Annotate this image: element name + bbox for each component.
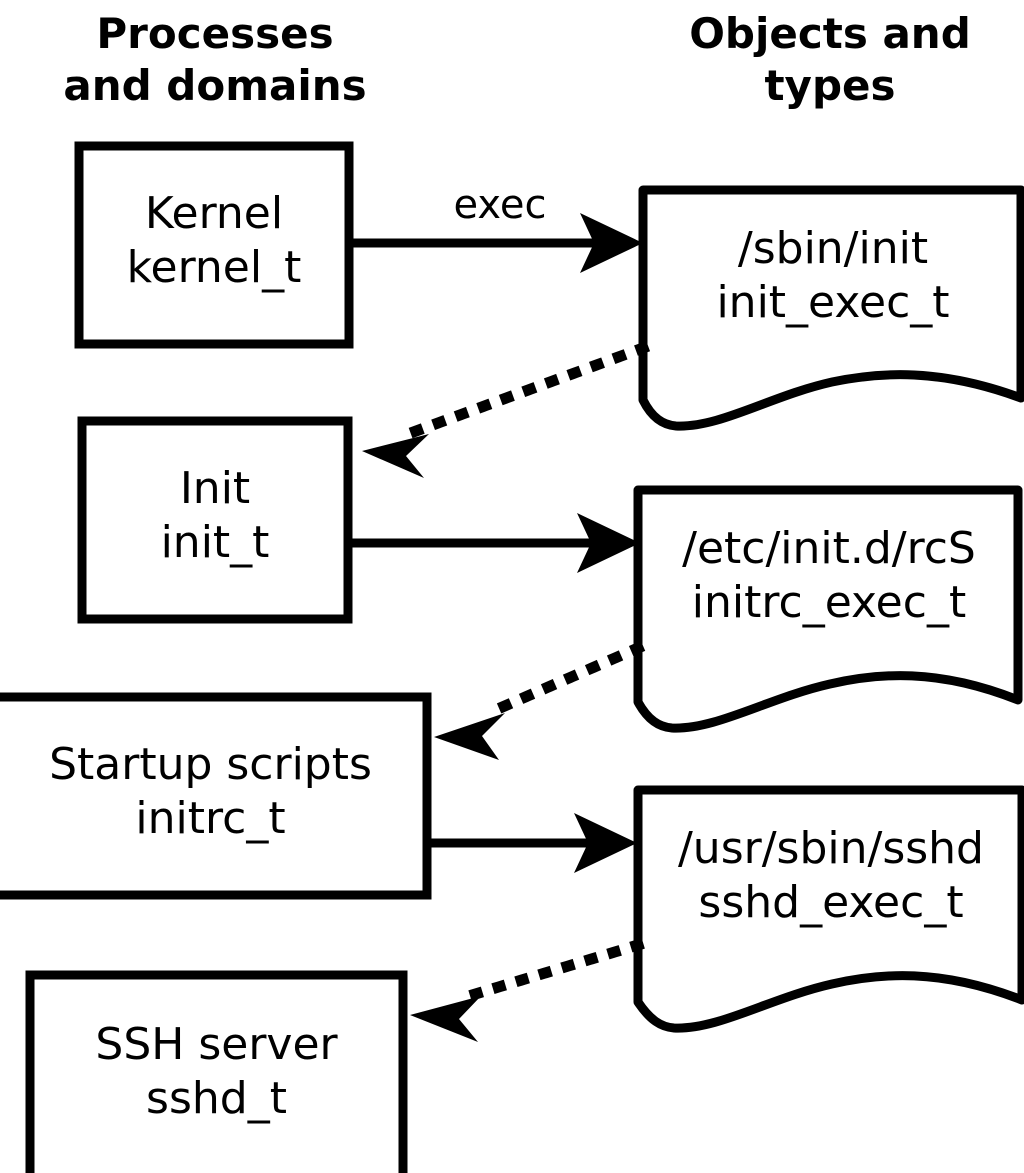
object-node-etc-initd-rcs-shape[interactable] bbox=[633, 485, 1023, 733]
edge-label-exec: exec bbox=[453, 182, 547, 228]
edge-etc-initd-rcs-to-startup-scripts[interactable] bbox=[434, 640, 646, 760]
edge-init-to-etc-initd-rcs[interactable] bbox=[348, 513, 640, 573]
column-header-processes-and-domains: Processes and domains bbox=[63, 9, 367, 110]
edge-sbin-init-to-init[interactable] bbox=[362, 340, 651, 478]
edge-startup-scripts-to-usr-sbin-sshd[interactable] bbox=[427, 813, 637, 873]
object-node-usr-sbin-sshd-shape[interactable] bbox=[633, 785, 1024, 1033]
process-node-startup-scripts-shape[interactable] bbox=[0, 692, 432, 900]
column-header-objects-and-types: Objects and types bbox=[689, 9, 971, 110]
process-node-init-shape[interactable] bbox=[77, 416, 353, 624]
object-node-sbin-init-shape[interactable] bbox=[638, 185, 1024, 431]
process-node-kernel-shape[interactable] bbox=[74, 141, 354, 349]
edge-kernel-to-sbin-init[interactable] bbox=[349, 213, 643, 273]
process-node-ssh-server-shape[interactable] bbox=[25, 970, 408, 1173]
edge-usr-sbin-sshd-to-ssh-server[interactable] bbox=[410, 938, 645, 1042]
